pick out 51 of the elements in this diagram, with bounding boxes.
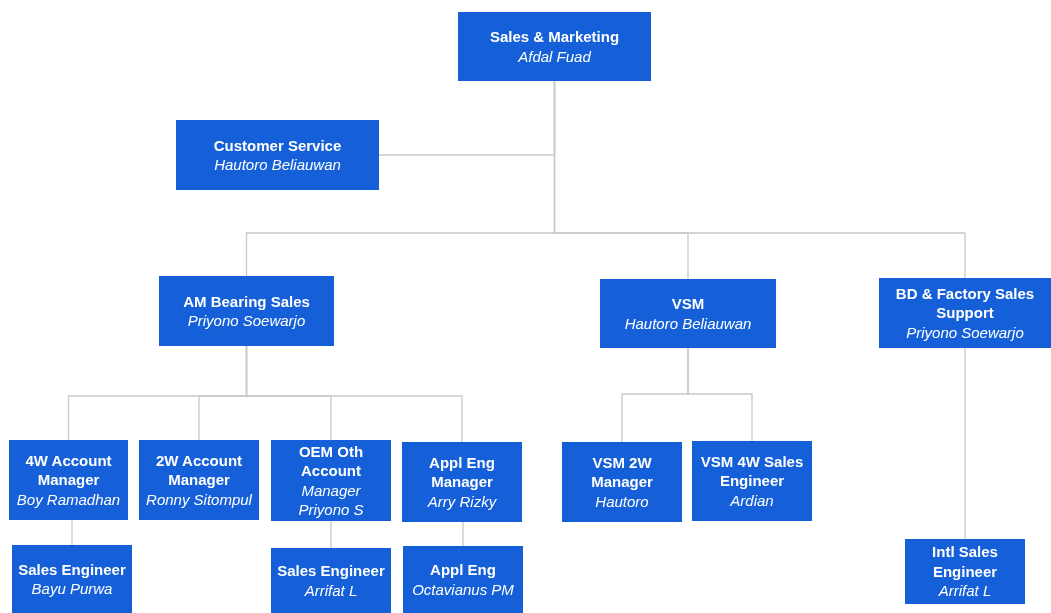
connector-line: [245, 345, 463, 443]
person-name: Hautoro Beliauwan: [624, 313, 752, 333]
person-name: Boy Ramadhan: [16, 489, 121, 510]
org-chart-box: [139, 440, 259, 520]
org-chart-box: [562, 442, 682, 522]
person-name: Manager Priyono S: [297, 480, 365, 520]
role-title: 4W Account Manager: [24, 450, 113, 490]
role-title: OEM Oth Account: [297, 441, 365, 481]
role-title: Sales Engineer: [277, 561, 385, 581]
org-chart-box: [458, 12, 651, 81]
role-title: Sales Engineer: [18, 559, 126, 579]
connector-line: [687, 347, 753, 442]
person-name: Hautoro: [595, 491, 649, 512]
role-title: VSM: [671, 294, 705, 314]
org-chart-box: [271, 548, 391, 613]
role-title: Intl Sales Engineer: [931, 542, 999, 582]
org-chart-box: [402, 442, 522, 522]
person-name: Hautoro Beliauwan: [214, 155, 341, 175]
org-chart-box: [176, 120, 379, 190]
org-chart-box: [271, 440, 391, 521]
person-name: Afdal Fuad: [518, 46, 591, 66]
person-name: Ardian: [730, 490, 774, 511]
org-chart-box: [403, 546, 523, 613]
org-chart-box: [12, 545, 132, 613]
person-name: Arry Rizky: [427, 491, 497, 512]
role-title: Customer Service: [213, 135, 342, 155]
org-chart-box: [905, 539, 1025, 604]
person-name: Octavianus PM: [412, 579, 514, 599]
org-chart-box: [879, 278, 1051, 348]
person-name: Bayu Purwa: [31, 579, 113, 599]
role-title: VSM 4W Sales Engineer: [699, 451, 805, 491]
role-title: Appl Eng: [430, 560, 496, 580]
role-title: Appl Eng Manager: [428, 452, 496, 492]
role-title: 2W Account Manager: [154, 450, 244, 490]
connector-line: [964, 347, 966, 540]
org-chart-box: [159, 276, 334, 346]
connector-line: [330, 520, 332, 549]
role-title: Sales & Marketing: [489, 27, 620, 47]
person-name: Priyono Soewarjo: [187, 311, 306, 331]
role-title: AM Bearing Sales: [183, 291, 310, 311]
person-name: Priyono Soewarjo: [906, 322, 1024, 343]
org-chart-box: [600, 279, 776, 348]
connector-line: [462, 521, 464, 547]
connector-line: [71, 519, 73, 546]
person-name: Arrifat L: [304, 580, 358, 600]
org-chart-box: [692, 441, 812, 521]
role-title: VSM 2W Manager: [590, 452, 654, 492]
role-title: BD & Factory Sales Support: [894, 283, 1036, 323]
person-name: Arrifat L: [938, 581, 992, 601]
org-chart-box: [9, 440, 128, 520]
person-name: Ronny Sitompul: [146, 489, 252, 510]
